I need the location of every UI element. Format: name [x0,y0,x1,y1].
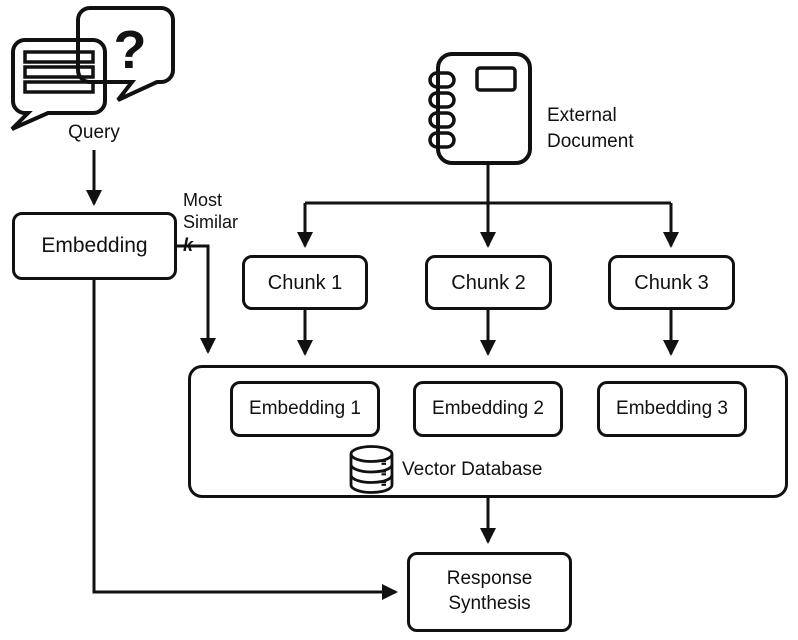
text-line [23,65,95,79]
spiral-ring [428,111,456,129]
question-mark: ? [114,20,147,80]
embedding-1-node: Embedding 1 [230,381,380,437]
external-document-label: External Document [547,105,634,152]
question-bubble-icon [76,6,175,102]
chunk-3-node: Chunk 3 [608,255,735,310]
text-line [23,80,95,94]
most-similar-text: Most Similar [183,189,239,233]
vector-database-label: Vector Database [402,459,543,480]
chunk-2-node: Chunk 2 [425,255,552,310]
most-similar-k-label: Most Similar k [183,166,263,279]
notebook-label [475,66,517,92]
database-icon [349,445,394,494]
spiral-ring [428,71,456,89]
text-bubble-icon [10,38,107,131]
k-variable: k [183,234,194,255]
response-synthesis-node: Response Synthesis [407,552,572,632]
embedding-3-node: Embedding 3 [597,381,747,437]
spiral-ring [428,91,456,109]
query-label: Query [68,122,120,143]
notebook-icon [428,52,532,165]
chunk-1-node: Chunk 1 [242,255,368,310]
query-chat-bubbles-icon: ? [10,6,175,131]
branch-line-document [305,163,671,205]
spiral-ring [428,131,456,149]
embedding-2-node: Embedding 2 [413,381,563,437]
embedding-node: Embedding [12,212,177,280]
text-line [23,50,95,64]
